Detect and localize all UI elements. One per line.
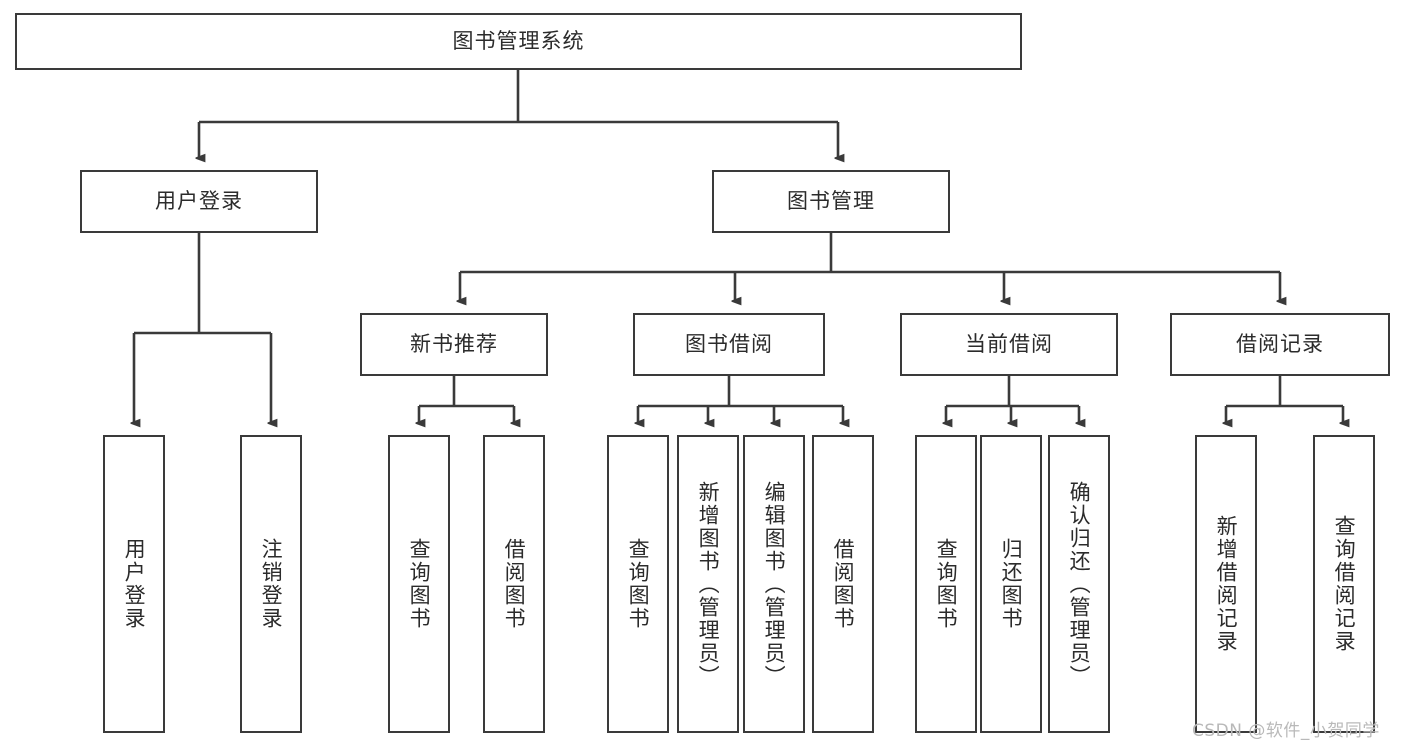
node-leaf-add-book-admin[interactable]: 新增图书（管理员） xyxy=(677,435,739,733)
node-root[interactable]: 图书管理系统 xyxy=(15,13,1022,70)
node-leaf-query-borrow-record[interactable]: 查询借阅记录 xyxy=(1313,435,1375,733)
node-leaf-borrow-book-label: 借阅图书 xyxy=(831,538,856,630)
node-leaf-query-book-borrow-label: 查询图书 xyxy=(626,538,651,630)
node-leaf-add-borrow-record-label: 新增借阅记录 xyxy=(1214,515,1239,653)
node-leaf-edit-book-admin-label: 编辑图书（管理员） xyxy=(762,480,787,688)
node-leaf-edit-book-admin[interactable]: 编辑图书（管理员） xyxy=(743,435,805,733)
node-root-label: 图书管理系统 xyxy=(452,29,585,54)
node-leaf-query-book-recommend-label: 查询图书 xyxy=(407,538,432,630)
node-leaf-return-book[interactable]: 归还图书 xyxy=(980,435,1042,733)
node-book-management-label: 图书管理 xyxy=(787,189,875,214)
node-leaf-borrow-book-recommend[interactable]: 借阅图书 xyxy=(483,435,545,733)
node-leaf-user-login[interactable]: 用户登录 xyxy=(103,435,165,733)
node-borrow-record[interactable]: 借阅记录 xyxy=(1170,313,1390,376)
node-user-login[interactable]: 用户登录 xyxy=(80,170,318,233)
node-leaf-query-book-current-label: 查询图书 xyxy=(934,538,959,630)
node-leaf-user-logout-label: 注销登录 xyxy=(259,538,284,630)
node-leaf-query-book-borrow[interactable]: 查询图书 xyxy=(607,435,669,733)
node-leaf-borrow-book-recommend-label: 借阅图书 xyxy=(502,538,527,630)
node-new-book-recommend[interactable]: 新书推荐 xyxy=(360,313,548,376)
node-leaf-user-login-label: 用户登录 xyxy=(122,538,147,630)
node-leaf-query-book-recommend[interactable]: 查询图书 xyxy=(388,435,450,733)
node-new-book-recommend-label: 新书推荐 xyxy=(410,332,498,357)
node-leaf-query-book-current[interactable]: 查询图书 xyxy=(915,435,977,733)
watermark: CSDN @软件_小贺同学 xyxy=(1192,721,1380,741)
node-leaf-user-logout[interactable]: 注销登录 xyxy=(240,435,302,733)
node-book-management[interactable]: 图书管理 xyxy=(712,170,950,233)
node-book-borrow[interactable]: 图书借阅 xyxy=(633,313,825,376)
node-user-login-label: 用户登录 xyxy=(155,189,243,214)
node-leaf-query-borrow-record-label: 查询借阅记录 xyxy=(1332,515,1357,653)
node-current-borrow-label: 当前借阅 xyxy=(965,332,1053,357)
node-leaf-add-book-admin-label: 新增图书（管理员） xyxy=(696,480,721,688)
node-borrow-record-label: 借阅记录 xyxy=(1236,332,1324,357)
node-book-borrow-label: 图书借阅 xyxy=(685,332,773,357)
node-leaf-confirm-return-admin[interactable]: 确认归还（管理员） xyxy=(1048,435,1110,733)
node-leaf-add-borrow-record[interactable]: 新增借阅记录 xyxy=(1195,435,1257,733)
node-leaf-return-book-label: 归还图书 xyxy=(999,538,1024,630)
node-leaf-confirm-return-admin-label: 确认归还（管理员） xyxy=(1067,480,1092,688)
node-current-borrow[interactable]: 当前借阅 xyxy=(900,313,1118,376)
node-leaf-borrow-book[interactable]: 借阅图书 xyxy=(812,435,874,733)
